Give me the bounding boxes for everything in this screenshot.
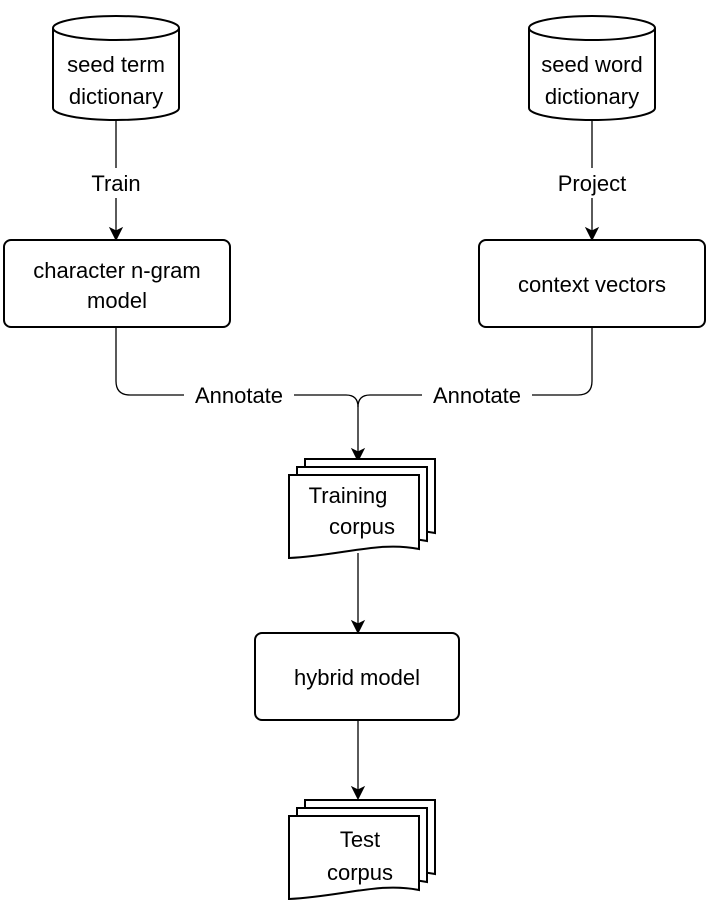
node-context-vectors: context vectors bbox=[478, 239, 706, 328]
context-vectors-label: context vectors bbox=[518, 272, 666, 297]
node-training-corpus: Training corpus bbox=[288, 458, 436, 560]
char-model-line2: model bbox=[87, 288, 147, 313]
test-corpus-line1: Test bbox=[340, 827, 380, 852]
arrowhead-annotate bbox=[350, 447, 366, 463]
edge-labels: Train Project Annotate Annotate bbox=[84, 168, 636, 410]
node-seed-word-dictionary: seed word dictionary bbox=[527, 15, 656, 121]
node-seed-term-dictionary: seed term dictionary bbox=[51, 15, 180, 121]
arrowhead-train bbox=[108, 226, 124, 242]
arrowhead-hybrid bbox=[350, 619, 366, 635]
arrowhead-test bbox=[350, 785, 366, 801]
seed-word-line1: seed word bbox=[541, 52, 643, 77]
node-character-ngram-model: character n-gram model bbox=[3, 239, 231, 328]
char-model-line1: character n-gram bbox=[33, 258, 201, 283]
label-annotate-left: Annotate bbox=[195, 383, 283, 408]
arrowhead-project bbox=[584, 226, 600, 242]
seed-term-line2: dictionary bbox=[69, 84, 163, 109]
node-hybrid-model: hybrid model bbox=[254, 632, 460, 721]
label-annotate-right: Annotate bbox=[433, 383, 521, 408]
seed-term-line1: seed term bbox=[67, 52, 165, 77]
label-train: Train bbox=[91, 171, 140, 196]
node-test-corpus: Test corpus bbox=[288, 799, 436, 901]
training-corpus-line2: corpus bbox=[329, 514, 395, 539]
hybrid-model-label: hybrid model bbox=[294, 665, 420, 690]
seed-word-line2: dictionary bbox=[545, 84, 639, 109]
label-project: Project bbox=[558, 171, 626, 196]
edge-annotate-right bbox=[357, 327, 593, 408]
test-corpus-line2: corpus bbox=[327, 860, 393, 885]
training-corpus-line1: Training bbox=[309, 483, 388, 508]
